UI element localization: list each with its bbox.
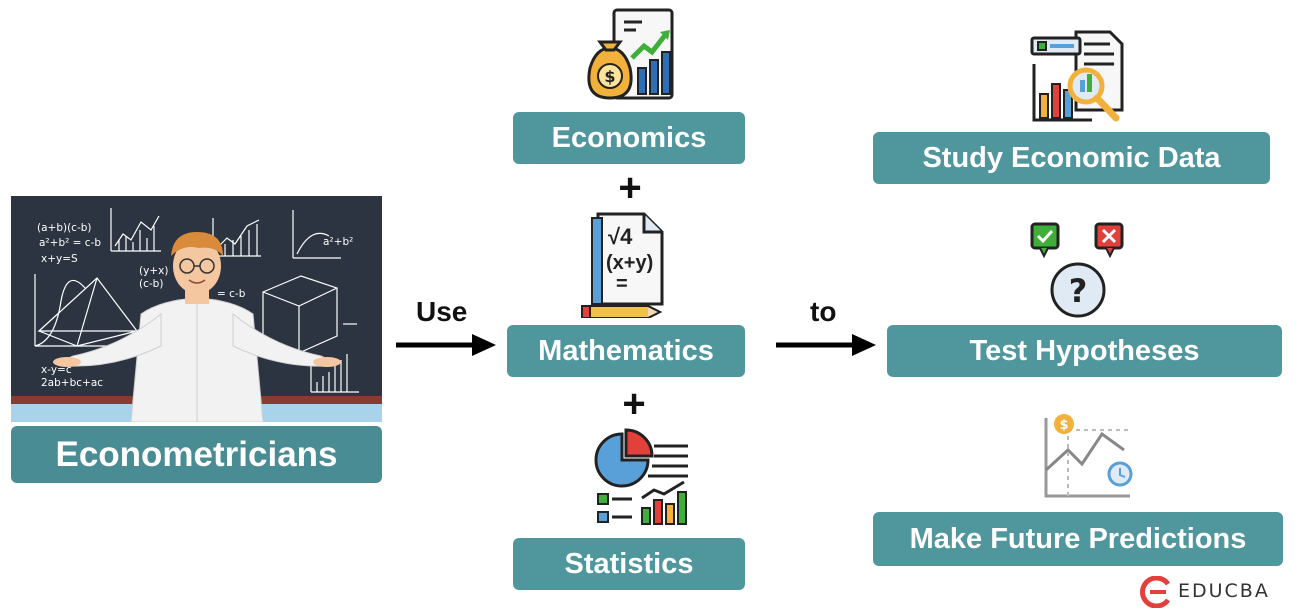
chalkboard-illustration: (a+b)(c-b) a²+b² = c-b x+y=S (y+x) (c-b)… bbox=[11, 196, 382, 422]
econometricians-box: Econometricians bbox=[11, 426, 382, 483]
math-book-icon bbox=[581, 212, 664, 318]
economics-box: Economics bbox=[513, 112, 745, 164]
to-arrow bbox=[776, 334, 876, 356]
study-economic-data-box: Study Economic Data bbox=[873, 132, 1270, 184]
plus-sign: + bbox=[618, 166, 642, 210]
svg-text:?: ? bbox=[1069, 272, 1088, 310]
board-formula: a²+b² = c-b bbox=[39, 237, 102, 249]
data-analysis-icon bbox=[1030, 30, 1124, 122]
board-formula: a²+b² bbox=[323, 236, 354, 248]
to-label: to bbox=[810, 296, 837, 327]
mathematics-box: Mathematics bbox=[507, 325, 745, 377]
board-formula: (c-b) bbox=[139, 278, 164, 290]
hypothesis-icon: ? bbox=[1030, 222, 1124, 318]
svg-text:$: $ bbox=[604, 67, 615, 86]
board-formula: = c-b bbox=[217, 288, 246, 300]
test-hypotheses-box: Test Hypotheses bbox=[887, 325, 1282, 377]
educba-logo-text: EDUCBA bbox=[1178, 580, 1270, 602]
board-formula: 2ab+bc+ac bbox=[41, 377, 104, 389]
statistics-icon bbox=[594, 428, 688, 525]
math-icon-text-1: √4 bbox=[608, 224, 633, 249]
svg-text:$: $ bbox=[1059, 418, 1068, 433]
board-formula: x-y=c bbox=[41, 364, 72, 376]
math-icon-text-3: = bbox=[616, 273, 628, 295]
use-label: Use bbox=[416, 296, 468, 327]
plus-sign: + bbox=[622, 382, 646, 426]
use-arrow bbox=[396, 334, 496, 356]
forecast-chart-icon: $ bbox=[1044, 414, 1133, 498]
chalkboard-drawings bbox=[11, 208, 382, 422]
money-growth-icon: $ bbox=[587, 8, 674, 100]
board-formula: x+y=S bbox=[41, 253, 78, 265]
math-icon-text-2: (x+y) bbox=[606, 252, 654, 274]
educba-logo-icon bbox=[1140, 576, 1171, 608]
board-formula: (y+x) bbox=[139, 265, 169, 277]
make-future-predictions-box: Make Future Predictions bbox=[873, 512, 1283, 566]
board-formula: (a+b)(c-b) bbox=[37, 222, 92, 234]
statistics-box: Statistics bbox=[513, 538, 745, 590]
